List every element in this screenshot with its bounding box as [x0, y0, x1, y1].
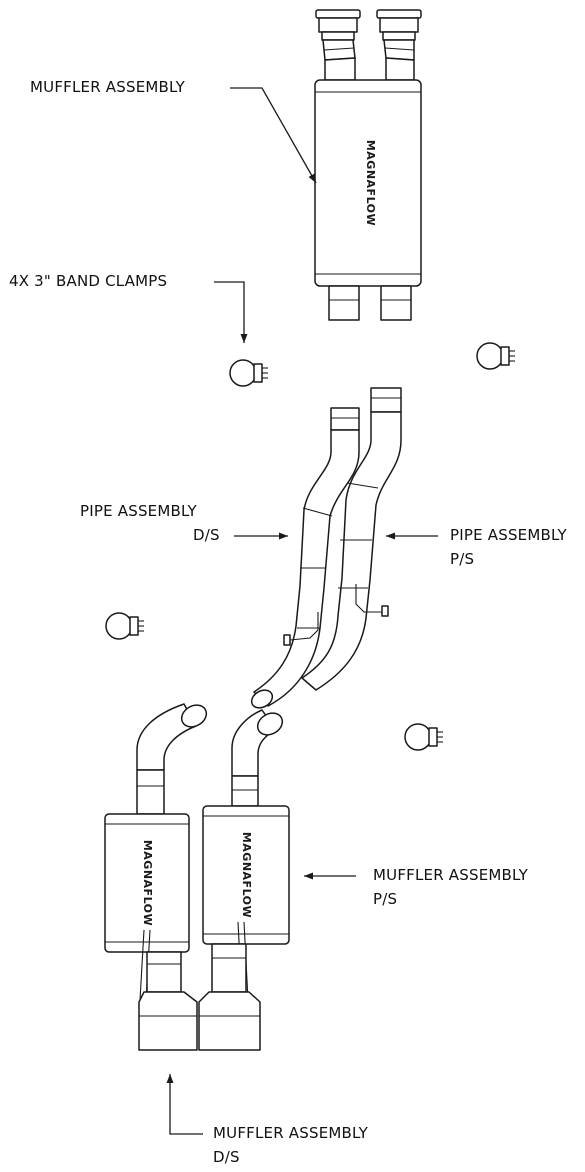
top-muffler-assembly: MAGNAFLOW [314, 9, 422, 321]
leader-muffler-ds [166, 1074, 203, 1135]
label-pipe-ds-line1: PIPE ASSEMBLY [80, 502, 197, 520]
muffler-ps-logo: MAGNAFLOW [240, 832, 253, 918]
top-muffler-outlet-right [380, 285, 412, 321]
pipe-assembly-ps [301, 387, 402, 691]
band-clamp-2 [476, 342, 515, 370]
label-pipe-ps-line2: P/S [450, 550, 475, 568]
band-clamp-1 [229, 359, 268, 387]
muffler-assembly-ds: MAGNAFLOW [104, 703, 208, 1051]
top-muffler-inlet-right [376, 9, 422, 81]
label-muffler-ps-line1: MUFFLER ASSEMBLY [373, 866, 528, 884]
label-muffler-top: MUFFLER ASSEMBLY [30, 78, 185, 96]
label-band-clamps: 4X 3" BAND CLAMPS [9, 272, 168, 290]
top-muffler-body [314, 79, 422, 287]
label-pipe-ds-line2: D/S [193, 526, 220, 544]
label-muffler-ds-line2: D/S [213, 1148, 240, 1166]
leader-muffler-top [230, 87, 317, 184]
top-muffler-logo: MAGNAFLOW [364, 140, 377, 226]
leader-band-clamps [214, 281, 248, 343]
band-clamp-4 [404, 723, 443, 751]
top-muffler-outlet-left [328, 285, 360, 321]
band-clamp-3 [105, 612, 144, 640]
label-muffler-ds-line1: MUFFLER ASSEMBLY [213, 1124, 368, 1142]
muffler-ds-logo: MAGNAFLOW [141, 840, 154, 926]
label-pipe-ps-line1: PIPE ASSEMBLY [450, 526, 567, 544]
pipe-assembly-ds [250, 407, 360, 709]
label-muffler-ps-line2: P/S [373, 890, 398, 908]
top-muffler-inlet-left [315, 9, 361, 81]
muffler-assembly-ps: MAGNAFLOW [198, 709, 290, 1051]
